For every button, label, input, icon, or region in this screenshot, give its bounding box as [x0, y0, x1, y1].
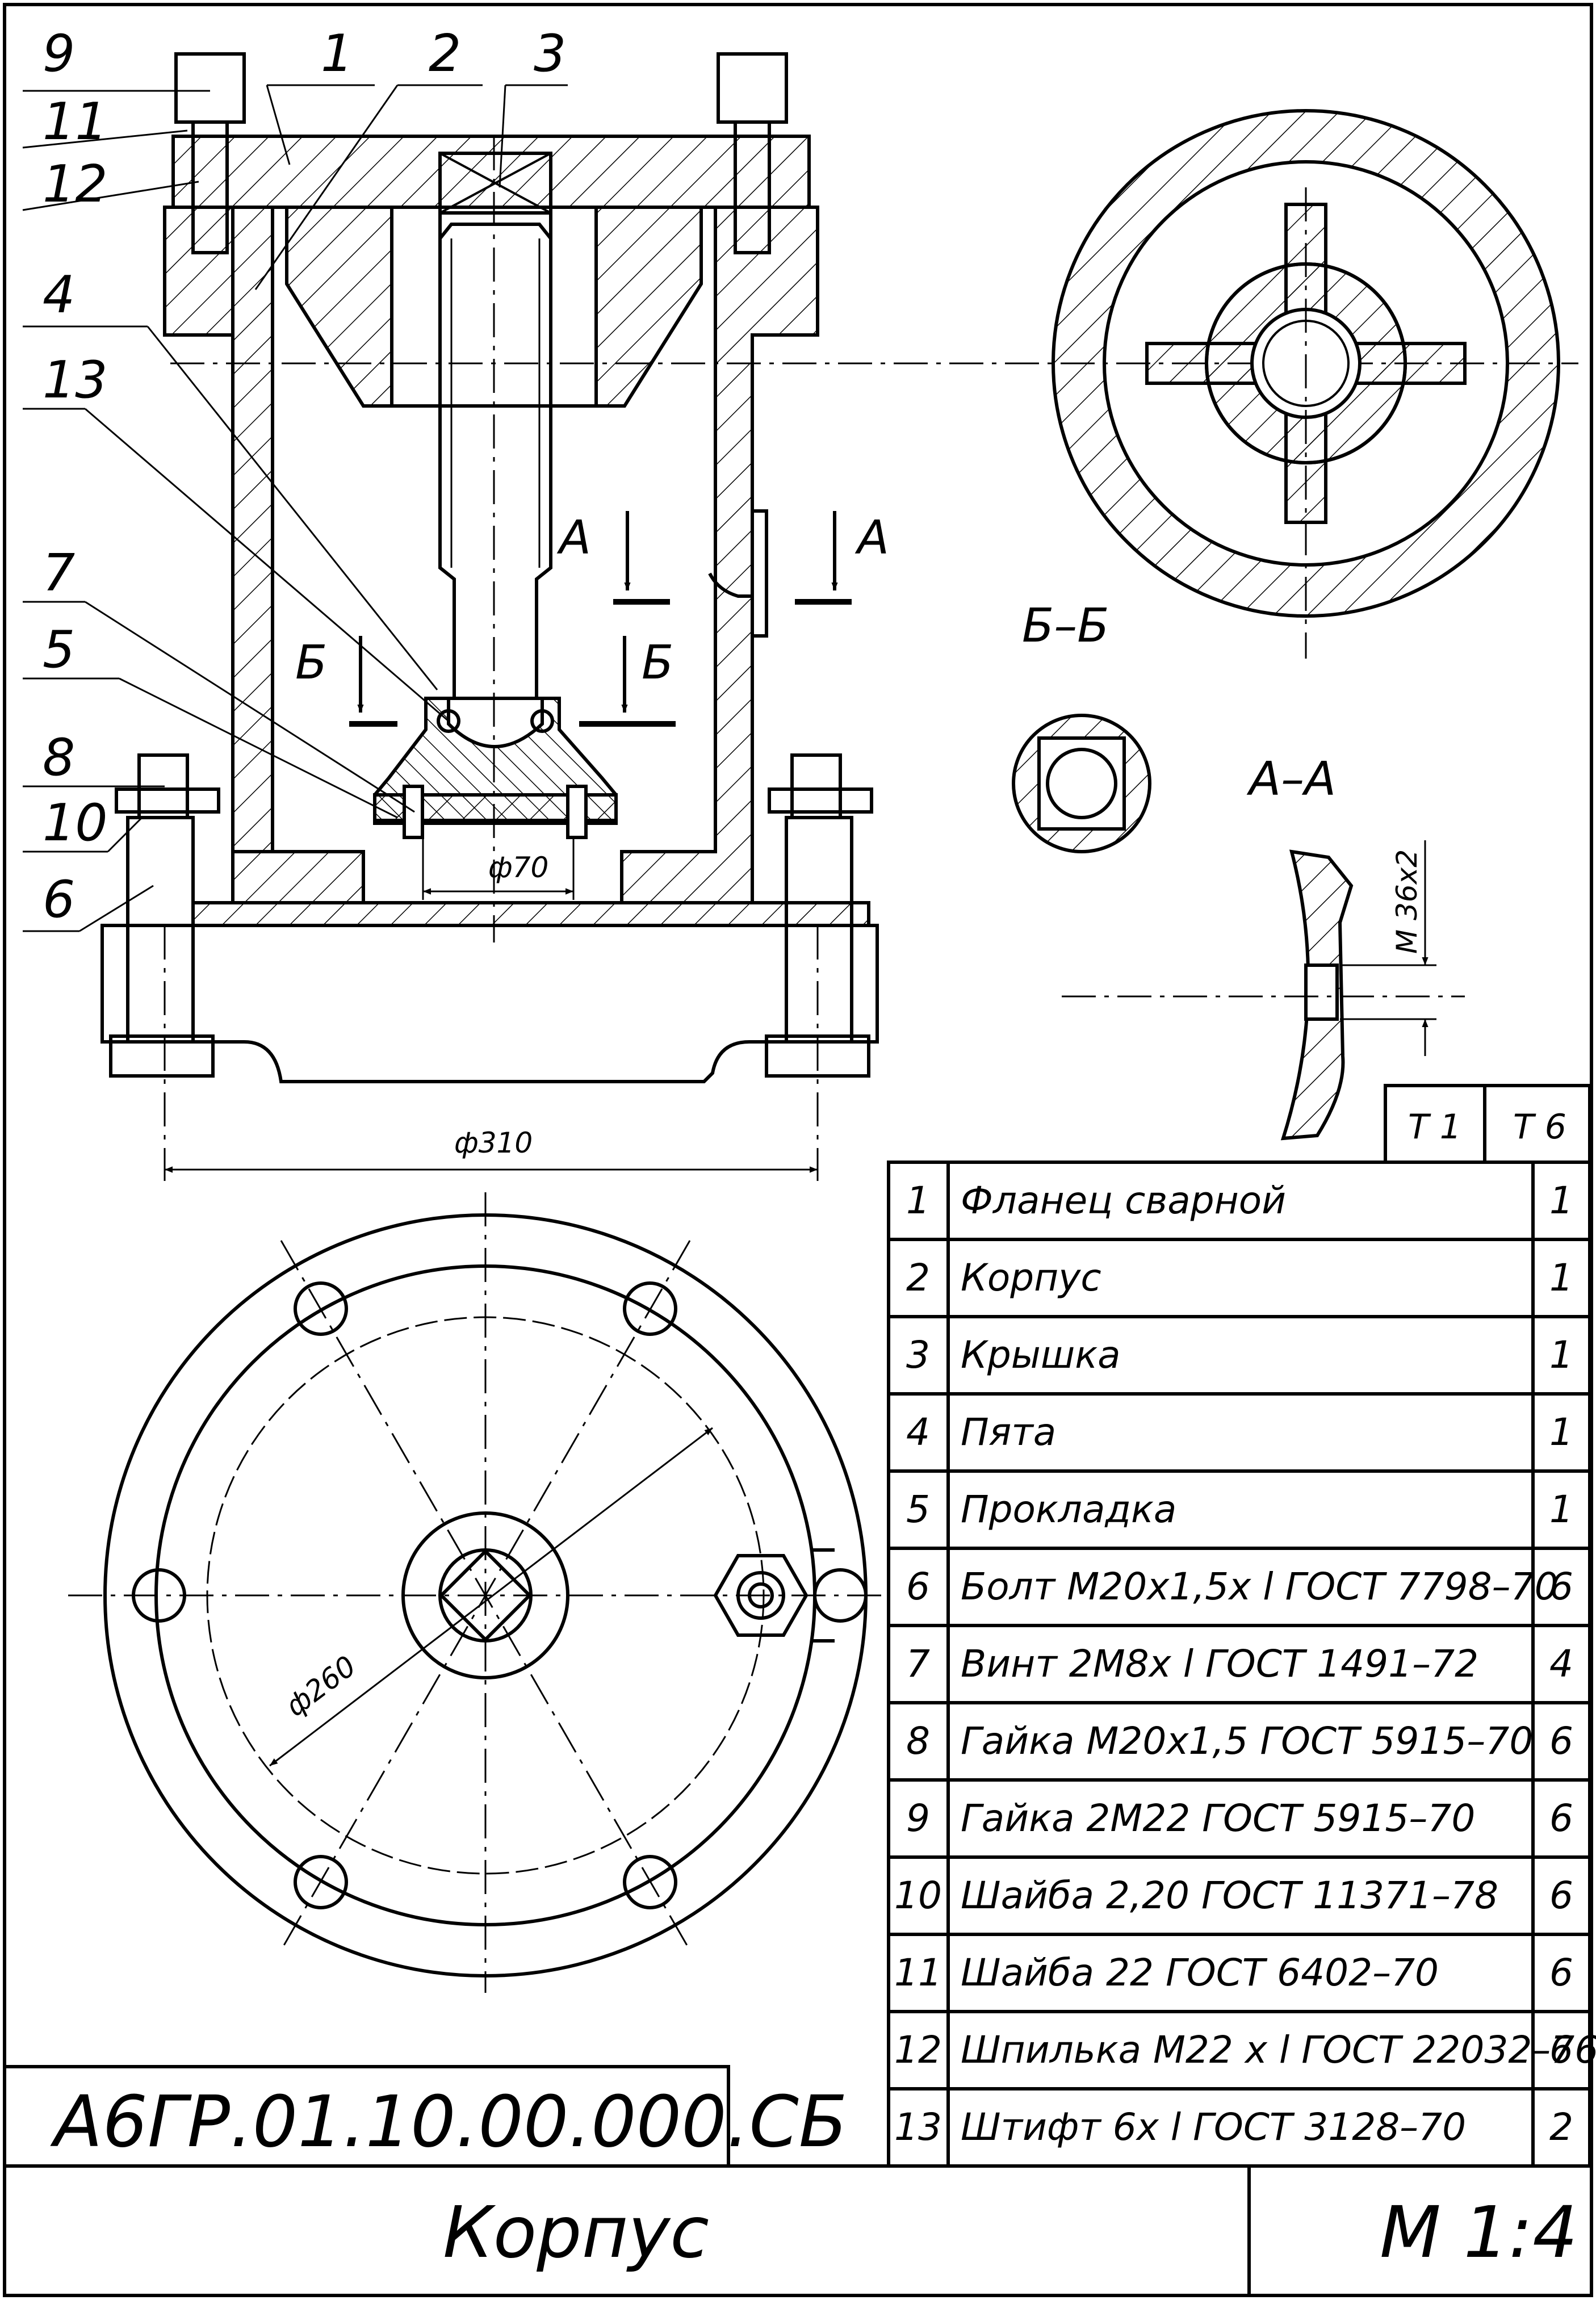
part-name: Прокладка [961, 1488, 1176, 1531]
part-name: Гайка М20х1,5 ГОСТ 5915–70 [961, 1719, 1533, 1763]
leader-label: 13 [43, 350, 108, 410]
part-name: Пята [961, 1410, 1056, 1454]
part-name: Шпилька М22 х l ГОСТ 22032–76 [961, 2028, 1596, 2072]
drawing-scale: М 1:4 [1380, 2192, 1578, 2274]
part-position: 9 [906, 1796, 930, 1840]
drawing-title: Корпус [443, 2192, 709, 2274]
part-quantity: 6 [1549, 2028, 1573, 2072]
title-block [3, 2065, 1591, 2295]
part-name: Корпус [961, 1256, 1101, 1300]
part-name: Гайка 2М22 ГОСТ 5915–70 [961, 1796, 1475, 1840]
part-quantity: 1 [1549, 1488, 1573, 1531]
leader-label: 11 [43, 92, 108, 152]
part-position: 8 [906, 1719, 930, 1763]
leader-lines [22, 84, 568, 932]
tag-t6: Т 6 [1513, 1107, 1566, 1147]
part-position: 6 [906, 1565, 930, 1608]
section-mark-b-left: Б [295, 636, 327, 690]
leader-label: 10 [43, 793, 108, 853]
tag-t1: Т 1 [1408, 1107, 1461, 1147]
part-position: 11 [894, 1951, 942, 1995]
section-aa-view [1062, 840, 1465, 1141]
leader-label: 9 [43, 24, 75, 83]
dimension-d70: ф70 [488, 851, 548, 884]
leader-label: 7 [43, 543, 75, 603]
part-position: 2 [906, 1256, 930, 1300]
part-position: 4 [906, 1410, 930, 1454]
leader-label: 3 [534, 24, 566, 83]
dimension-line [269, 1427, 713, 1767]
part-name: Шайба 2,20 ГОСТ 11371–78 [961, 1874, 1498, 1917]
section-mark-a-right: А [854, 511, 889, 565]
dimension-d260: ф260 [279, 1649, 362, 1723]
drawing-code: А6ГР.01.10.00.000.СБ [50, 2081, 848, 2163]
part-quantity: 1 [1549, 1333, 1573, 1377]
section-mark-a-left: А [556, 511, 591, 565]
part-position: 7 [906, 1642, 930, 1686]
section-cut-marks [349, 511, 852, 727]
leader-label: 6 [43, 870, 75, 929]
part-quantity: 2 [1549, 2105, 1573, 2149]
part-position: 3 [906, 1333, 930, 1377]
part-name: Болт М20х1,5х l ГОСТ 7798–70 [961, 1565, 1559, 1608]
part-quantity: 6 [1549, 1796, 1573, 1840]
part-position: 10 [894, 1874, 942, 1917]
part-position: 12 [894, 2028, 942, 2072]
leader-label: 1 [321, 24, 353, 83]
leader-label: 12 [43, 154, 108, 214]
part-quantity: 6 [1549, 1565, 1573, 1608]
dimension-d310: ф310 [454, 1126, 533, 1159]
part-name: Штифт 6х l ГОСТ 3128–70 [961, 2105, 1466, 2149]
leader-label: 2 [429, 24, 461, 83]
section-mark-b-right: Б [642, 636, 673, 690]
part-quantity: 1 [1549, 1410, 1573, 1454]
part-name: Шайба 22 ГОСТ 6402–70 [961, 1951, 1439, 1995]
leader-label: 4 [43, 265, 75, 325]
part-position: 5 [906, 1488, 930, 1531]
part-quantity: 1 [1549, 1179, 1573, 1222]
section-title-aa: А–А [1246, 752, 1336, 806]
dimension-lines [165, 837, 818, 1173]
part-position: 1 [906, 1179, 930, 1222]
section-bb-view [1012, 714, 1151, 853]
thread-dimension: М 36х2 [1390, 849, 1423, 954]
part-quantity: 6 [1549, 1719, 1573, 1763]
part-quantity: 6 [1549, 1874, 1573, 1917]
part-position: 13 [894, 2105, 942, 2149]
part-name: Крышка [961, 1333, 1121, 1377]
main-section-view [100, 52, 879, 1083]
leader-label: 8 [43, 728, 75, 787]
part-name: Фланец сварной [961, 1179, 1286, 1222]
leader-label: 5 [43, 620, 75, 680]
part-name: Винт 2М8х l ГОСТ 1491–72 [961, 1642, 1478, 1686]
part-quantity: 6 [1549, 1951, 1573, 1995]
section-title-bb: Б–Б [1022, 599, 1109, 653]
part-quantity: 4 [1549, 1642, 1573, 1686]
part-quantity: 1 [1549, 1256, 1573, 1300]
